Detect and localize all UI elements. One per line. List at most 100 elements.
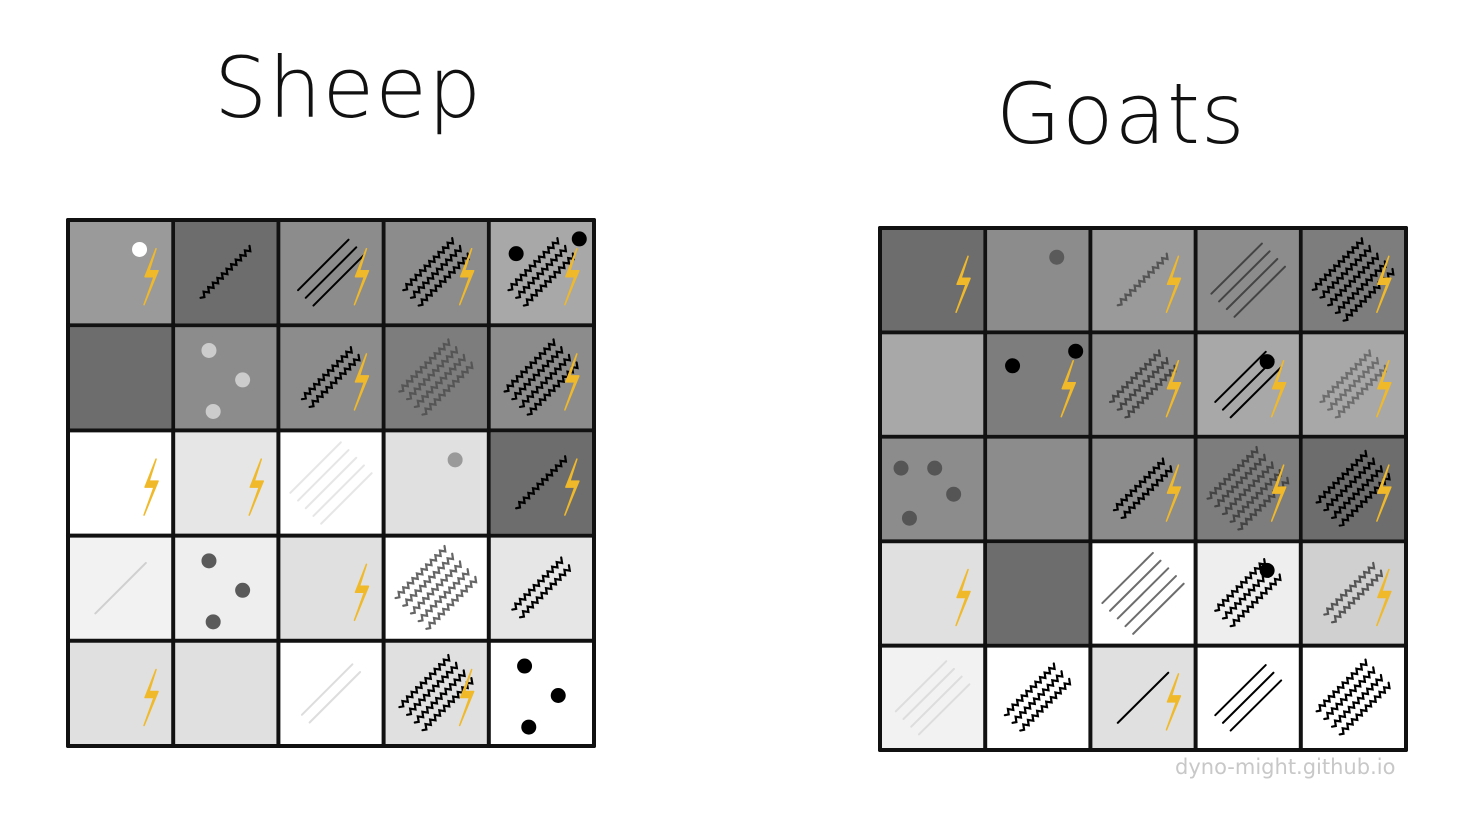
hatch-line <box>1225 257 1279 311</box>
dot <box>927 460 943 476</box>
hatch-line <box>1327 356 1380 411</box>
lightning-bolt-icon <box>1376 359 1392 418</box>
hatch-line <box>1019 677 1072 732</box>
hatch-line <box>1109 559 1162 612</box>
site-credit: dyno-might.github.io <box>1175 755 1396 779</box>
goats-cell <box>1197 647 1299 748</box>
hatch-line <box>1214 453 1267 508</box>
hatch-line <box>1319 349 1372 404</box>
hatch-line <box>421 361 474 416</box>
cell-fill <box>385 432 487 534</box>
goats-cell <box>882 334 984 435</box>
cell-fill <box>882 647 984 748</box>
lightning-bolt-icon <box>1165 464 1182 522</box>
cell-fill <box>175 327 277 429</box>
sheep-cell <box>385 432 487 534</box>
hatch-line <box>1330 465 1384 520</box>
lightning-bolt-icon <box>1165 255 1182 314</box>
sheep-cell <box>280 537 382 639</box>
dot <box>571 231 587 247</box>
sheep-cell <box>280 222 382 324</box>
hatch-line <box>1124 575 1177 628</box>
cell-fill <box>490 642 592 744</box>
sheep-cell <box>490 642 592 744</box>
lightning-bolt-icon <box>564 353 580 411</box>
hatch-line <box>1116 567 1170 620</box>
hatch-line <box>1330 569 1384 624</box>
lightning-bolt-icon <box>1165 673 1182 731</box>
dot <box>1259 562 1275 578</box>
hatch-line <box>1124 364 1177 419</box>
cell-fill <box>490 537 592 639</box>
goats-cell <box>1197 230 1299 331</box>
hatch-line <box>413 669 466 724</box>
dot <box>235 582 251 598</box>
hatch-line <box>1323 561 1376 616</box>
goats-cell <box>1092 334 1194 435</box>
cell-fill <box>385 327 487 429</box>
goats-cell <box>1302 647 1404 748</box>
lightning-bolt-icon <box>143 247 159 306</box>
goats-cell <box>1197 543 1299 644</box>
hatch-line <box>308 353 361 408</box>
lightning-bolt-icon <box>353 247 370 306</box>
sheep-grid <box>66 218 596 748</box>
goats-cell <box>882 438 984 540</box>
lightning-bolt-icon <box>143 458 159 516</box>
dot <box>550 688 566 704</box>
lightning-bolt-icon <box>143 668 159 727</box>
hatch-line <box>522 252 575 307</box>
lightning-bolt-icon <box>458 247 475 306</box>
dot <box>901 510 917 526</box>
sheep-cell <box>280 327 382 429</box>
hatch-line <box>1120 465 1173 520</box>
sheep-cell <box>175 432 277 534</box>
sheep-cell <box>490 222 592 324</box>
hatch-line <box>394 544 447 600</box>
goats-cell <box>1302 543 1404 644</box>
dot <box>893 460 909 476</box>
goats-title: Goats <box>996 65 1246 163</box>
hatch-line <box>1221 671 1275 724</box>
hatch-line <box>1210 242 1263 295</box>
cell-fill <box>882 334 984 435</box>
lightning-bolt-icon <box>1060 359 1077 418</box>
hatch-line <box>289 441 342 494</box>
hatch-line <box>917 683 971 736</box>
hatch-line <box>1112 457 1166 512</box>
hatch-line <box>300 663 354 716</box>
hatch-line <box>515 244 568 299</box>
dot <box>1049 249 1065 265</box>
goats-cell <box>1197 334 1299 435</box>
sheep-cell <box>385 222 487 324</box>
dot <box>235 372 251 388</box>
dot <box>517 658 533 674</box>
hatch-line <box>1003 662 1056 717</box>
hatch-line <box>1323 666 1376 721</box>
hatch-line <box>1214 350 1267 403</box>
hatch-line <box>1101 551 1154 605</box>
hatch-line <box>1229 366 1283 419</box>
hatch-line <box>910 675 963 728</box>
hatch-line <box>1334 260 1387 315</box>
hatch-line <box>312 254 365 307</box>
hatch-line <box>518 564 572 619</box>
hatch-line <box>297 449 350 502</box>
dot <box>201 342 217 358</box>
dot <box>946 486 962 502</box>
dot <box>1068 343 1084 359</box>
hatch-line <box>511 556 564 611</box>
hatch-line <box>398 653 451 709</box>
sheep-title: Sheep <box>214 39 483 137</box>
goats-cell <box>882 647 984 748</box>
sheep-cell <box>385 642 487 744</box>
sheep-cell <box>385 537 487 639</box>
hatch-line <box>1116 671 1170 724</box>
sheep-cell <box>175 327 277 429</box>
lightning-bolt-icon <box>564 247 580 306</box>
hatch-line <box>1338 681 1391 736</box>
hatch-line <box>1334 364 1387 419</box>
sheep-cell <box>70 327 172 429</box>
hatch-line <box>402 552 455 607</box>
hatch-line <box>398 338 451 393</box>
